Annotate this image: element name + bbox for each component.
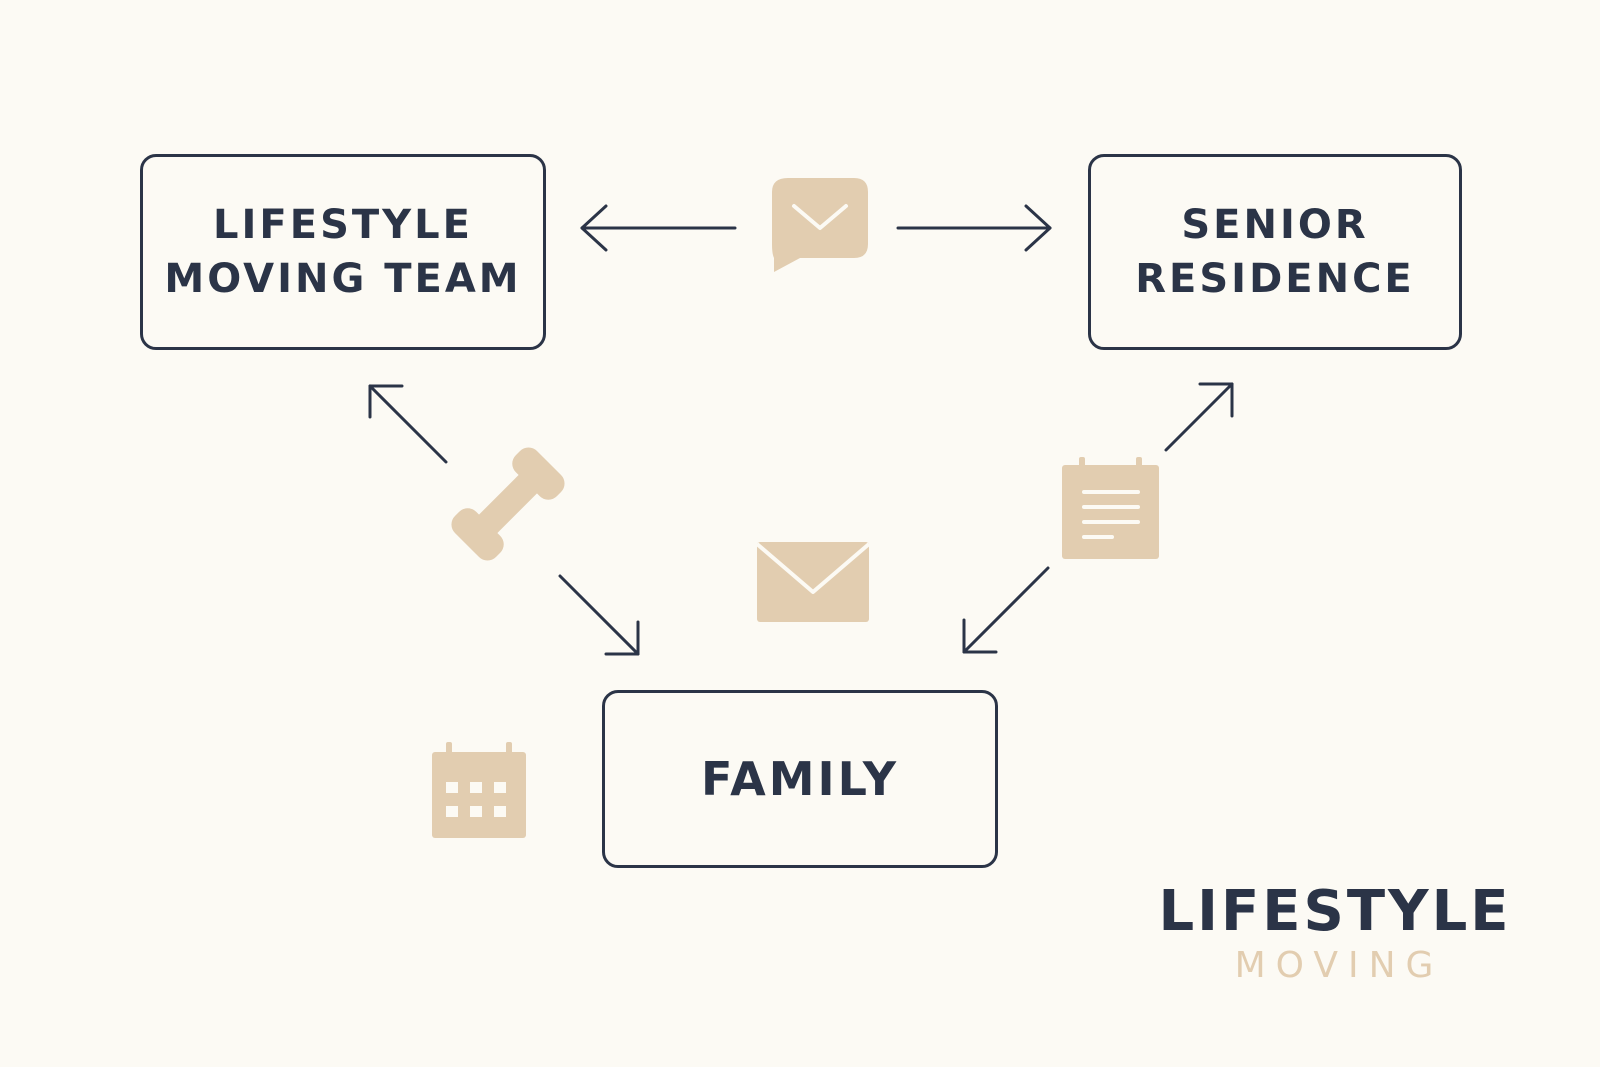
senior-residence-node: SENIOR RESIDENCE [1088, 154, 1462, 350]
brand-name: LIFESTYLE [1158, 879, 1512, 944]
node-label-line: FAMILY [700, 752, 900, 806]
brand-tagline: MOVING [1234, 945, 1444, 986]
arrow-residence-family [962, 382, 1234, 654]
arrow-team-family [368, 384, 640, 656]
brand-logo: LIFESTYLE MOVING [1140, 880, 1530, 988]
phone-icon [451, 447, 565, 561]
node-label-line: RESIDENCE [1135, 256, 1415, 302]
lifestyle-moving-team-node: LIFESTYLE MOVING TEAM [140, 154, 546, 350]
calendar-icon [432, 742, 526, 838]
node-label-line: SENIOR [1181, 202, 1369, 248]
family-node: FAMILY [602, 690, 998, 868]
node-label-line: MOVING TEAM [164, 256, 522, 302]
node-label-line: LIFESTYLE [213, 202, 473, 248]
chat-bubble-icon [772, 178, 868, 272]
arrow-team-residence [580, 204, 1052, 252]
envelope-icon [755, 542, 871, 622]
document-icon [1062, 457, 1159, 559]
